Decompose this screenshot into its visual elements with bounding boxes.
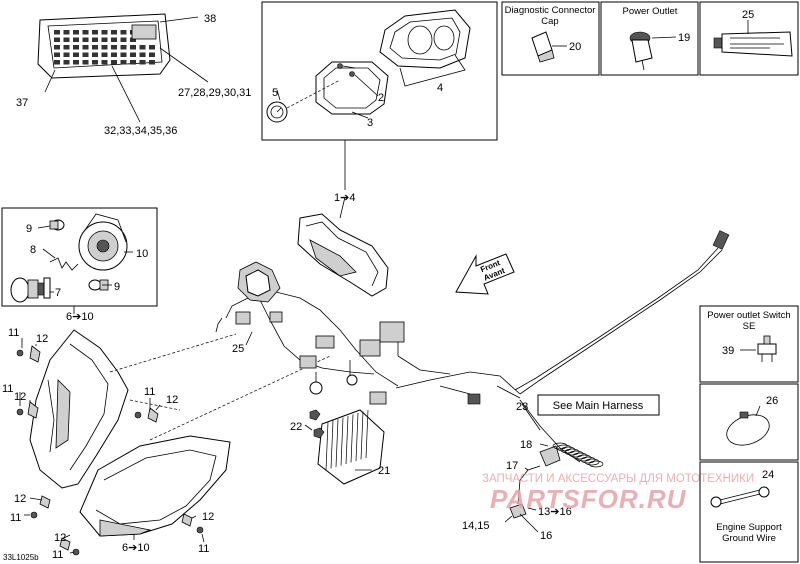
headlight-left bbox=[29, 329, 129, 489]
callout-c25b: 25 bbox=[232, 343, 244, 355]
screws-left bbox=[16, 345, 159, 519]
callout-c27_31: 27,28,29,30,31 bbox=[178, 87, 251, 99]
watermark-logo: PARTSFOR.RU bbox=[490, 484, 687, 514]
screws-2 bbox=[337, 63, 356, 77]
connector-cap-20 bbox=[531, 31, 555, 63]
outlet-harness bbox=[509, 399, 604, 519]
cluster-housing-4 bbox=[379, 9, 471, 69]
reflector-10 bbox=[78, 213, 128, 271]
screws-right bbox=[59, 513, 204, 556]
callout-c25: 25 bbox=[742, 9, 754, 21]
watermark: ЗАПЧАСТИ И АКСЕССУАРЫ ДЛЯ МОТОТЕХНИКИ PA… bbox=[482, 473, 754, 514]
callout-c16: 16 bbox=[540, 530, 552, 542]
power-outlet-19 bbox=[629, 31, 653, 71]
gauge-cluster-1to4 bbox=[297, 213, 389, 297]
callout-c12a: 12 bbox=[36, 333, 48, 345]
callout-c32_36: 32,33,34,35,36 bbox=[104, 125, 177, 137]
callout-c21: 21 bbox=[378, 465, 390, 477]
callout-c11c: 11 bbox=[144, 386, 155, 398]
sealant-tube-25 bbox=[713, 31, 793, 57]
bulb-7 bbox=[10, 277, 51, 303]
callout-c19: 19 bbox=[678, 32, 690, 44]
callout-c24: 24 bbox=[762, 469, 774, 481]
voltage-regulator-21 bbox=[317, 409, 385, 485]
nuts-22 bbox=[309, 409, 325, 439]
main-harness bbox=[215, 261, 521, 405]
callout-c6to10a: 6➔10 bbox=[66, 311, 94, 323]
callout-c17: 17 bbox=[506, 460, 518, 472]
watermark-text: ЗАПЧАСТИ И АКСЕССУАРЫ ДЛЯ МОТОТЕХНИКИ bbox=[482, 473, 754, 485]
box-label-power_outlet: Power Outlet bbox=[623, 6, 678, 17]
callout-c39: 39 bbox=[722, 345, 734, 357]
callout-c20: 20 bbox=[569, 41, 581, 53]
callout-c11b: 11 bbox=[2, 383, 13, 395]
engine-support-frame bbox=[699, 461, 799, 563]
diag-cap-frame bbox=[501, 1, 600, 76]
box-label-see_main: See Main Harness bbox=[553, 400, 644, 412]
bulb-cap-9a bbox=[49, 219, 65, 231]
ground-wire-24 bbox=[710, 486, 770, 508]
callout-c3: 3 bbox=[367, 117, 373, 129]
cable-tie-26 bbox=[726, 411, 770, 446]
callout-c9a: 9 bbox=[26, 223, 32, 235]
callout-c7: 7 bbox=[55, 287, 61, 299]
callout-c23: 23 bbox=[516, 401, 528, 413]
callout-c10: 10 bbox=[136, 248, 148, 260]
callout-c9b: 9 bbox=[114, 281, 120, 293]
headlight-right bbox=[79, 435, 231, 537]
front-direction-arrow bbox=[455, 253, 515, 295]
callout-c13to16: 13➔16 bbox=[538, 506, 572, 518]
callout-c11e: 11 bbox=[52, 549, 63, 561]
harness-23 bbox=[519, 249, 723, 395]
cluster-lens-3 bbox=[315, 61, 389, 115]
callout-c26: 26 bbox=[766, 395, 778, 407]
diagram-code: 33L1025b bbox=[3, 553, 39, 562]
cable-tie-frame bbox=[699, 383, 799, 461]
callout-c12e-dup: 12 bbox=[202, 511, 214, 523]
callout-c8: 8 bbox=[30, 244, 36, 256]
callout-c11d: 11 bbox=[10, 512, 21, 524]
spring-clip-8 bbox=[49, 257, 79, 271]
callout-c11f: 11 bbox=[198, 543, 209, 555]
callout-c18: 18 bbox=[520, 439, 532, 451]
callout-c12d: 12 bbox=[14, 493, 26, 505]
callout-c11a: 11 bbox=[8, 327, 19, 339]
power-switch-frame bbox=[699, 305, 799, 383]
see-main-harness-box bbox=[537, 394, 660, 416]
callout-c6to10b: 6➔10 bbox=[122, 542, 150, 554]
callout-c14_15: 14,15 bbox=[462, 520, 490, 532]
callout-c37: 37 bbox=[16, 97, 28, 109]
callout-c5: 5 bbox=[272, 87, 278, 99]
callout-c38: 38 bbox=[204, 13, 216, 25]
fuse-box bbox=[37, 13, 171, 79]
gauge-5 bbox=[266, 101, 288, 123]
callout-c4: 4 bbox=[437, 82, 443, 94]
callout-c2: 2 bbox=[378, 92, 384, 104]
callout-c12b: 12 bbox=[14, 391, 26, 403]
callout-c12e: 12 bbox=[54, 532, 66, 544]
switch-39 bbox=[757, 335, 777, 362]
callout-c12c: 12 bbox=[166, 394, 178, 406]
callout-c1to4: 1➔4 bbox=[334, 192, 355, 204]
callout-c22: 22 bbox=[290, 421, 302, 433]
